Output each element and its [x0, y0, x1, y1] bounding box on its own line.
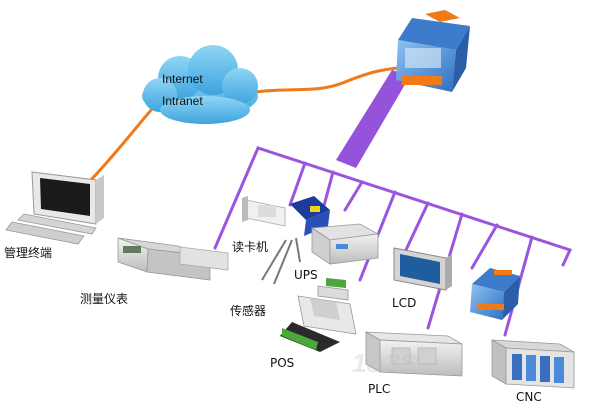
wan-cable-left — [86, 96, 164, 185]
label-plc: PLC — [368, 382, 391, 396]
cnc-controller-icon — [491, 339, 575, 389]
label-pos: POS — [270, 356, 295, 370]
label-lcd: LCD — [392, 296, 417, 310]
sensor-icon — [261, 196, 330, 285]
label-meter: 测量仪表 — [80, 292, 129, 306]
cloud-label-intranet: Intranet — [162, 94, 203, 108]
pos-terminal-icon — [280, 278, 357, 352]
label-ups: UPS — [294, 268, 318, 282]
label-cnc: CNC — [516, 390, 542, 404]
cloud-label-internet: Internet — [162, 72, 203, 86]
io-module-icon — [470, 268, 520, 320]
watermark-logo: 1&3S — [352, 348, 418, 378]
network-gateway-device — [396, 10, 470, 92]
label-terminal: 管理终端 — [4, 246, 53, 260]
label-sensor: 传感器 — [230, 304, 267, 318]
wan-cable-right — [237, 66, 399, 97]
computer-icon — [5, 171, 104, 245]
svg-text:1&3S: 1&3S — [352, 348, 418, 378]
plc-icon — [365, 331, 463, 377]
cloud-icon — [142, 45, 258, 124]
backbone-beam — [336, 70, 410, 168]
label-card-reader: 读卡机 — [232, 240, 269, 254]
card-reader-icon — [242, 196, 286, 227]
ups-icon — [310, 223, 380, 265]
multimeter-icon — [117, 237, 229, 281]
lcd-panel-icon — [393, 247, 452, 291]
